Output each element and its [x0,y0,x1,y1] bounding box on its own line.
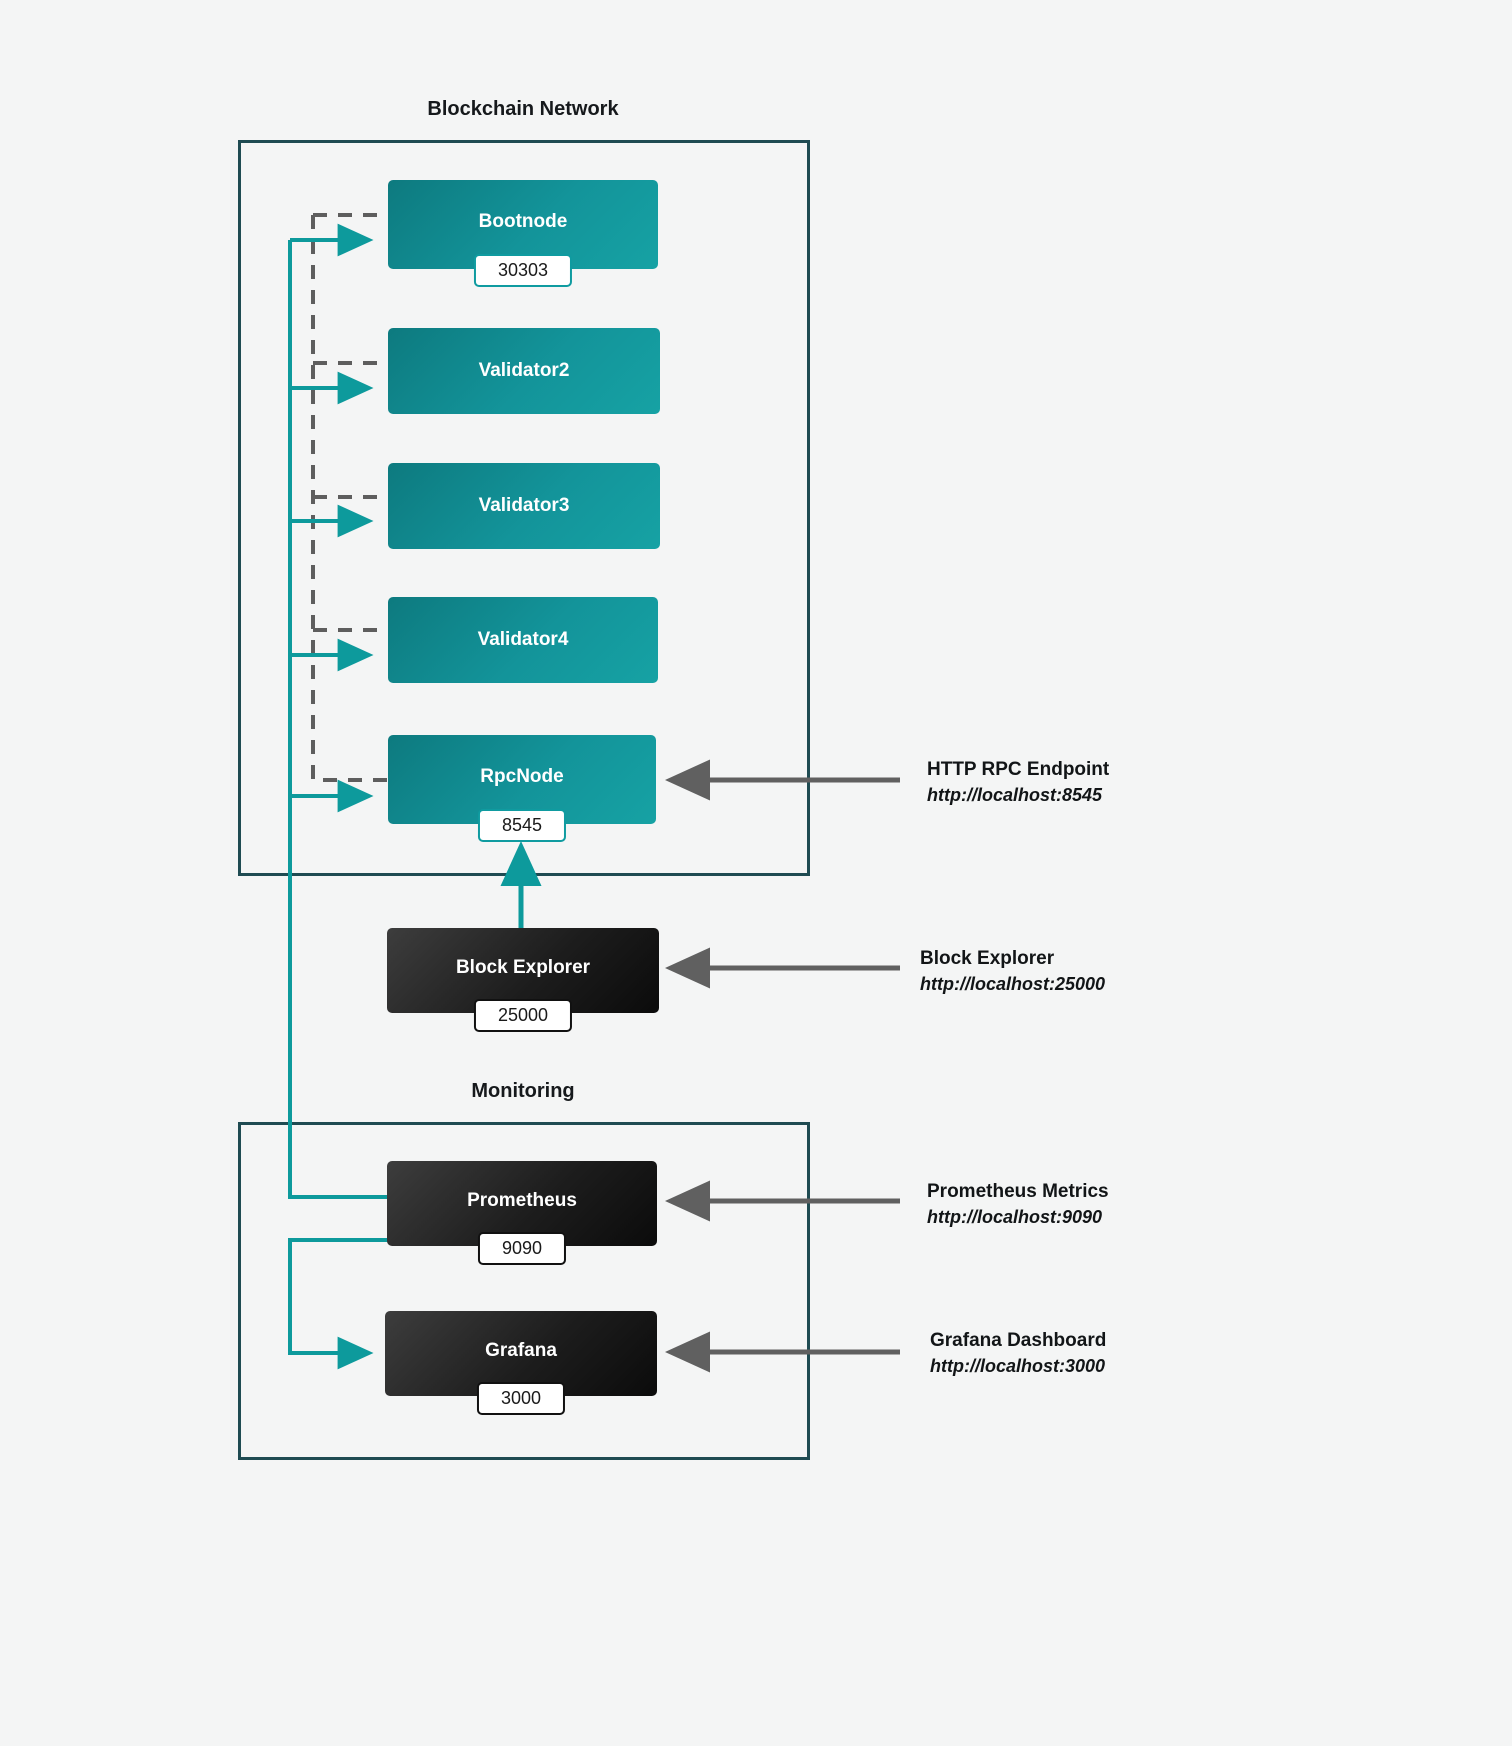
group-box-monitoring [238,1122,810,1460]
node-block-explorer-port: 25000 [473,999,573,1032]
node-validator4[interactable]: Validator4 [388,597,658,683]
node-bootnode-port: 30303 [473,254,573,287]
node-prometheus[interactable]: Prometheus 9090 [387,1161,657,1265]
annotation-rpc-endpoint-url[interactable]: http://localhost:8545 [927,784,1103,805]
node-validator4-label: Validator4 [477,629,569,650]
annotation-rpc-endpoint-title: HTTP RPC Endpoint [927,759,1110,780]
group-title-blockchain-network: Blockchain Network [427,98,619,120]
node-validator2-label: Validator2 [478,360,570,381]
annotation-rpc-endpoint: HTTP RPC Endpoint http://localhost:8545 [927,757,1109,807]
annotation-prometheus-url[interactable]: http://localhost:9090 [927,1206,1103,1227]
annotation-grafana: Grafana Dashboard http://localhost:3000 [930,1328,1106,1378]
annotation-grafana-title: Grafana Dashboard [930,1330,1107,1351]
node-rpcnode-label: RpcNode [480,765,564,787]
node-validator2[interactable]: Validator2 [388,328,660,414]
node-prometheus-label: Prometheus [467,1189,577,1211]
node-block-explorer[interactable]: Block Explorer 25000 [387,928,659,1032]
annotation-prometheus-title: Prometheus Metrics [927,1181,1109,1202]
node-grafana-port: 3000 [476,1382,566,1415]
node-rpcnode-port: 8545 [477,809,567,842]
group-title-monitoring: Monitoring [471,1080,575,1102]
annotation-block-explorer-title: Block Explorer [920,948,1055,969]
annotation-block-explorer: Block Explorer http://localhost:25000 [920,946,1105,996]
node-bootnode[interactable]: Bootnode 30303 [388,180,658,287]
node-grafana-label: Grafana [485,1339,557,1361]
node-validator3[interactable]: Validator3 [388,463,660,549]
annotation-block-explorer-url[interactable]: http://localhost:25000 [920,973,1106,994]
node-rpcnode[interactable]: RpcNode 8545 [388,735,656,842]
node-prometheus-port: 9090 [477,1232,567,1265]
node-bootnode-label: Bootnode [478,210,568,232]
annotation-prometheus: Prometheus Metrics http://localhost:9090 [927,1179,1109,1229]
node-validator3-label: Validator3 [478,495,570,516]
annotation-grafana-url[interactable]: http://localhost:3000 [930,1355,1106,1376]
node-grafana[interactable]: Grafana 3000 [385,1311,657,1415]
node-block-explorer-label: Block Explorer [455,956,591,978]
